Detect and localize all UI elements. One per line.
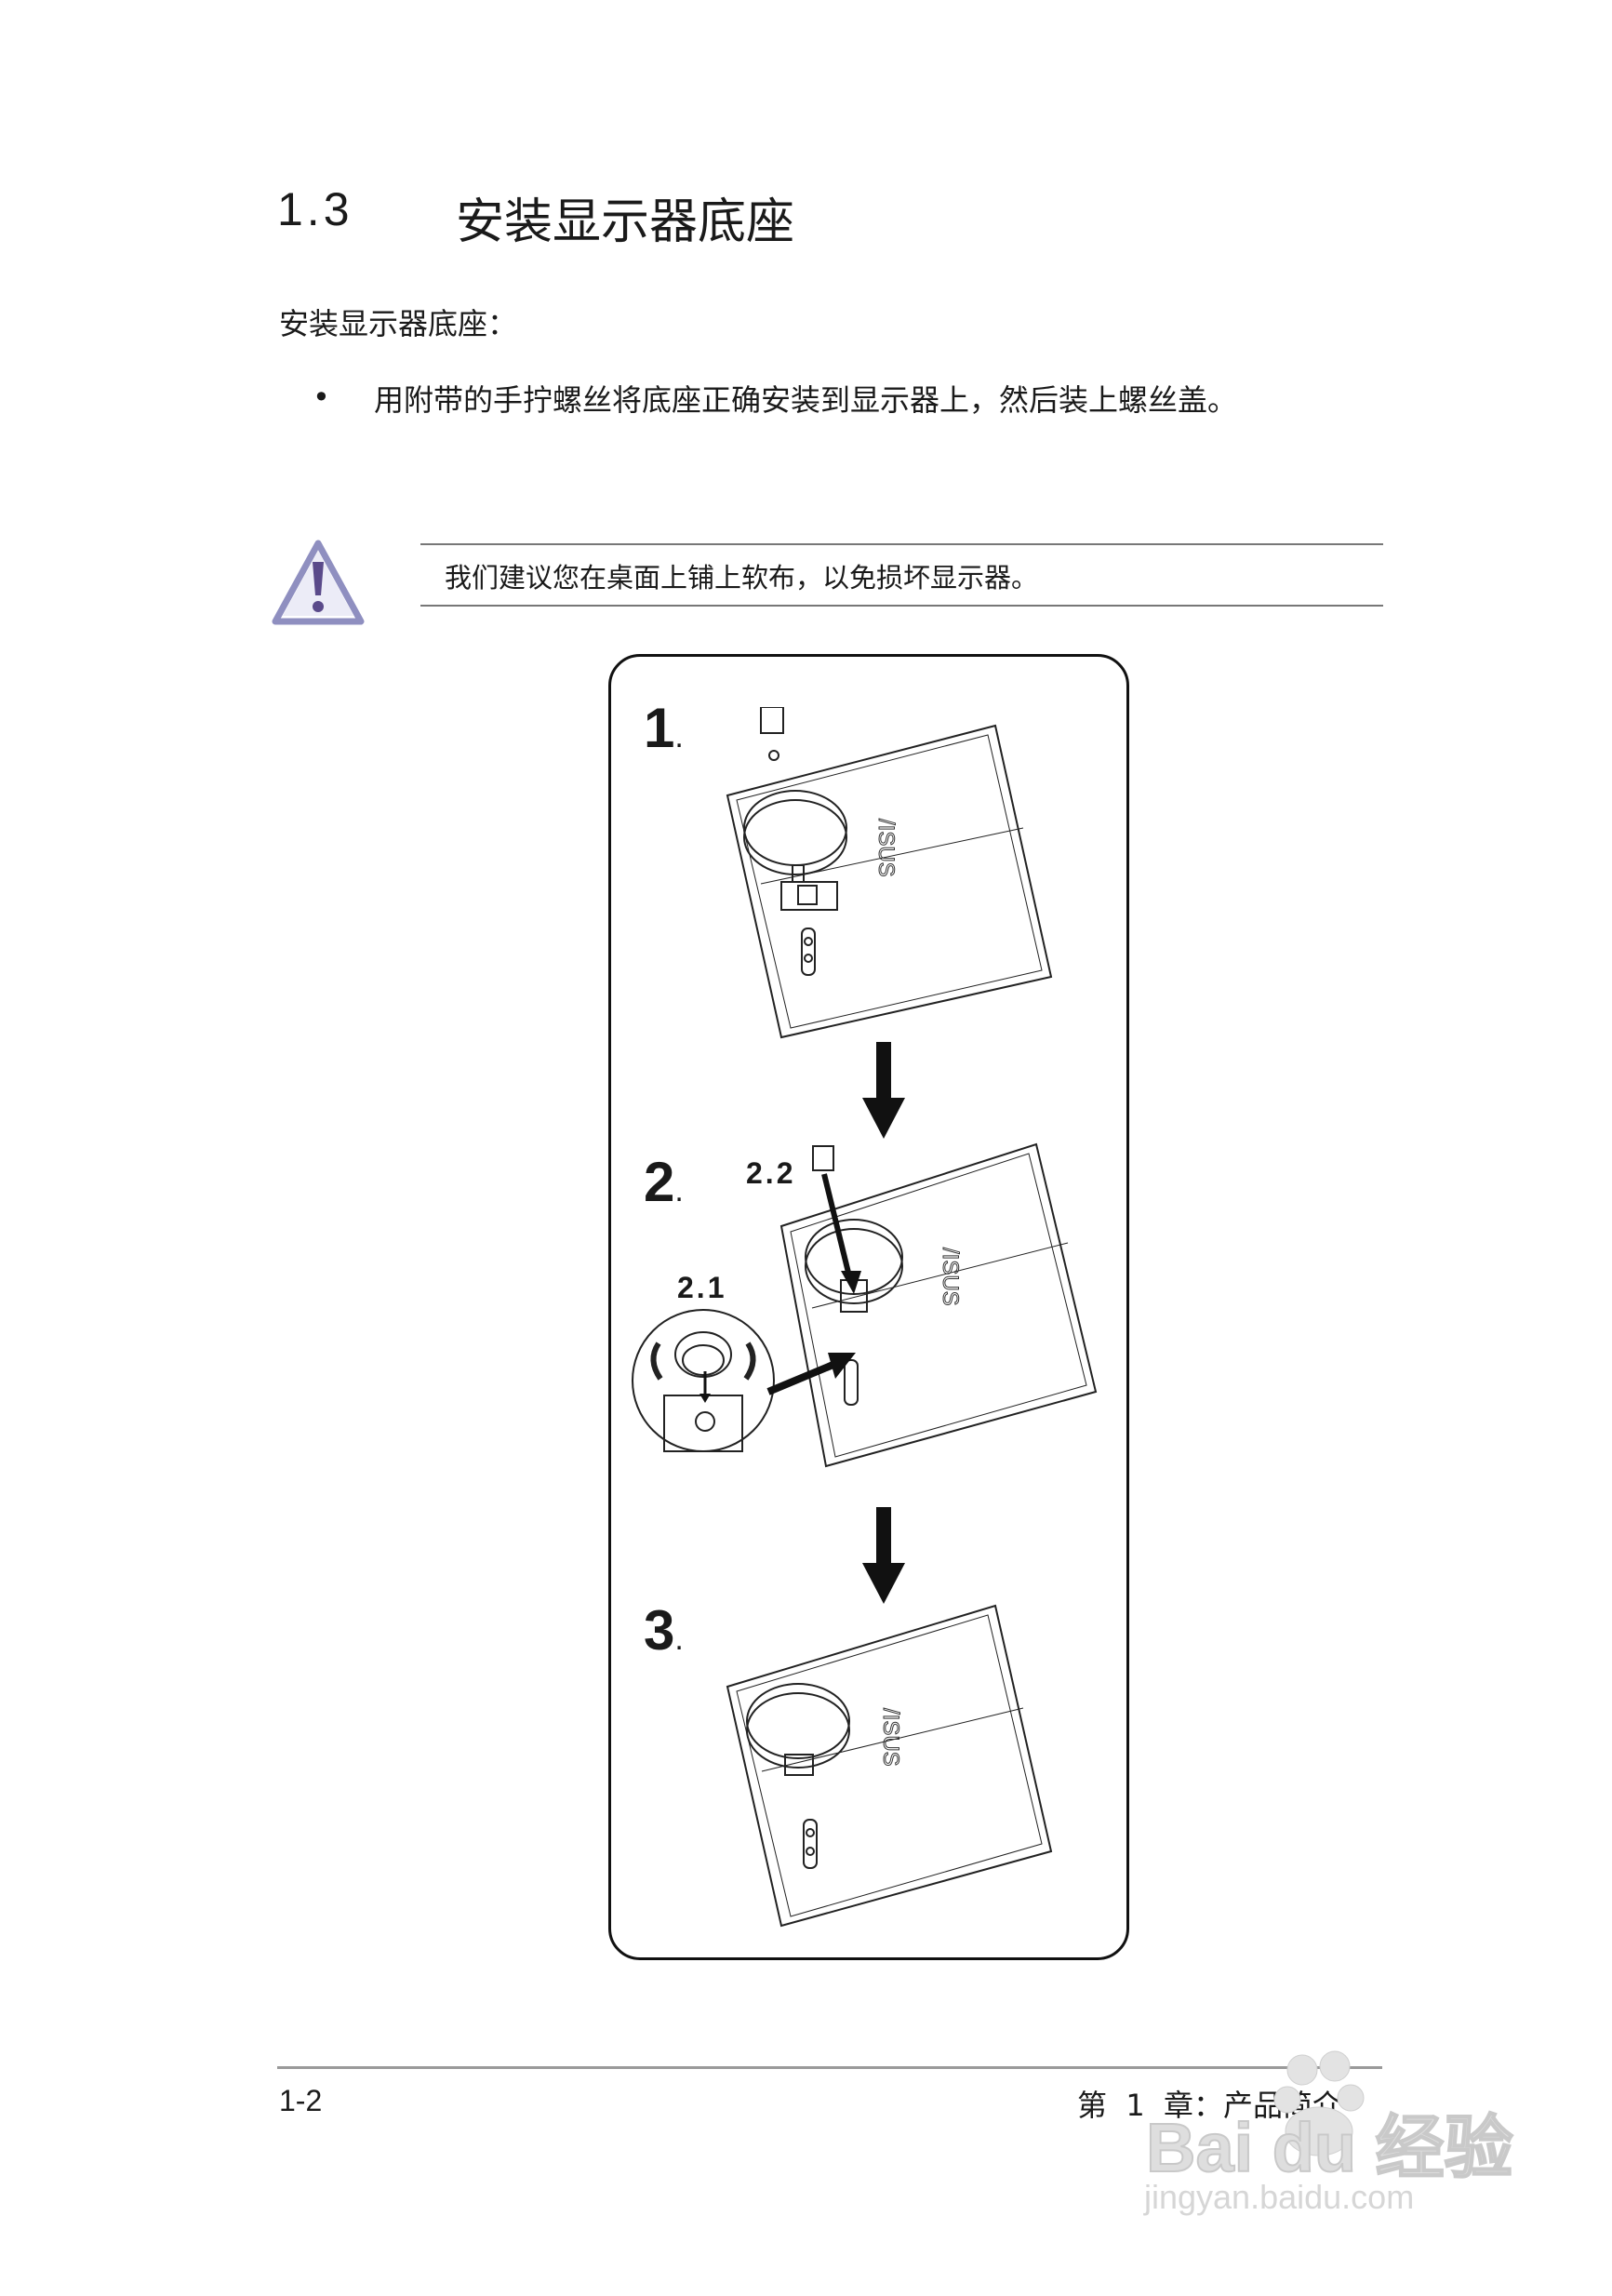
- brand-logo: /ISUS: [873, 819, 899, 877]
- substep-2-2-label: 2.2: [746, 1156, 796, 1190]
- step-2-monitor-illustration: /ISUS: [779, 1142, 1098, 1468]
- step-1-label: 1.: [644, 697, 684, 759]
- section-title: 安装显示器底座: [456, 194, 795, 250]
- note-text: 我们建议您在桌面上铺上软布，以免损坏显示器。: [445, 562, 1039, 594]
- watermark-logo: Bai du 经验: [1145, 2108, 1514, 2187]
- step-3-label: 3.: [644, 1599, 684, 1662]
- down-arrow-1-icon: [862, 1042, 905, 1139]
- step-2-label: 2.: [644, 1151, 684, 1213]
- bullet-text: 用附带的手拧螺丝将底座正确安装到显示器上，然后装上螺丝盖。: [374, 382, 1238, 418]
- page-number: 1-2: [279, 2084, 323, 2117]
- watermark-url: jingyan.baidu.com: [1144, 2178, 1415, 2216]
- down-arrow-2-icon: [862, 1507, 905, 1604]
- intro-text: 安装显示器底座：: [279, 306, 518, 341]
- step-2-1-detail-illustration: [632, 1309, 856, 1452]
- footer-rule: [277, 2066, 1382, 2069]
- brand-logo: /ISUS: [878, 1708, 903, 1767]
- installation-diagram: [608, 654, 1129, 1960]
- baidu-watermark: Bai du 经验 jingyan.baidu.com: [1135, 2042, 1525, 2228]
- brand-logo: /ISUS: [938, 1248, 963, 1306]
- step-1-monitor-illustration: /ISUS: [726, 707, 1053, 1039]
- bullet-marker: •: [313, 380, 330, 415]
- section-number: 1.3: [277, 183, 353, 235]
- note-bottom-rule: [420, 605, 1383, 607]
- substep-2-1-label: 2.1: [677, 1271, 727, 1304]
- warning-icon: [270, 538, 366, 627]
- note-top-rule: [420, 543, 1383, 545]
- step-3-monitor-illustration: /ISUS: [726, 1604, 1053, 1928]
